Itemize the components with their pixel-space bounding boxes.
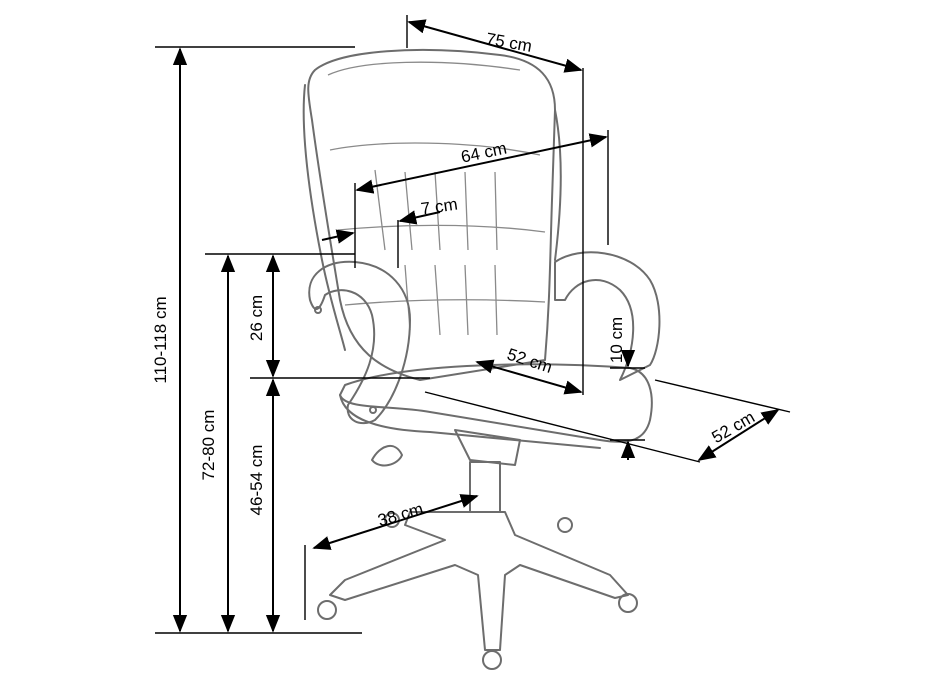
overall-width-label: 75 cm (485, 29, 534, 56)
dimension-arrows (172, 19, 780, 633)
base-radius-arrow (312, 494, 479, 550)
seat-width-arrow (697, 409, 780, 461)
dimension-labels: 110-118 cm 72-80 cm 46-54 cm 26 cm 75 cm… (151, 29, 758, 530)
armrest-height-label: 72-80 cm (199, 410, 218, 481)
seat-depth-arrow (475, 359, 583, 395)
seat-height-label: 46-54 cm (247, 445, 266, 516)
seat-thickness-label: 10 cm (607, 317, 626, 363)
armrest-width-label: 7 cm (420, 195, 459, 219)
armrest-to-seat-label: 26 cm (247, 295, 266, 341)
extension-lines (155, 15, 791, 634)
overall-width-arrow (407, 19, 583, 73)
seat-width-label: 52 cm (708, 407, 758, 447)
backrest-width-arrow (355, 133, 608, 194)
base-radius-label: 38 cm (376, 499, 426, 530)
total-height-label: 110-118 cm (151, 296, 170, 383)
armrest-width-arrow-left (321, 229, 355, 244)
armrest-width-arrow-right (398, 210, 441, 225)
